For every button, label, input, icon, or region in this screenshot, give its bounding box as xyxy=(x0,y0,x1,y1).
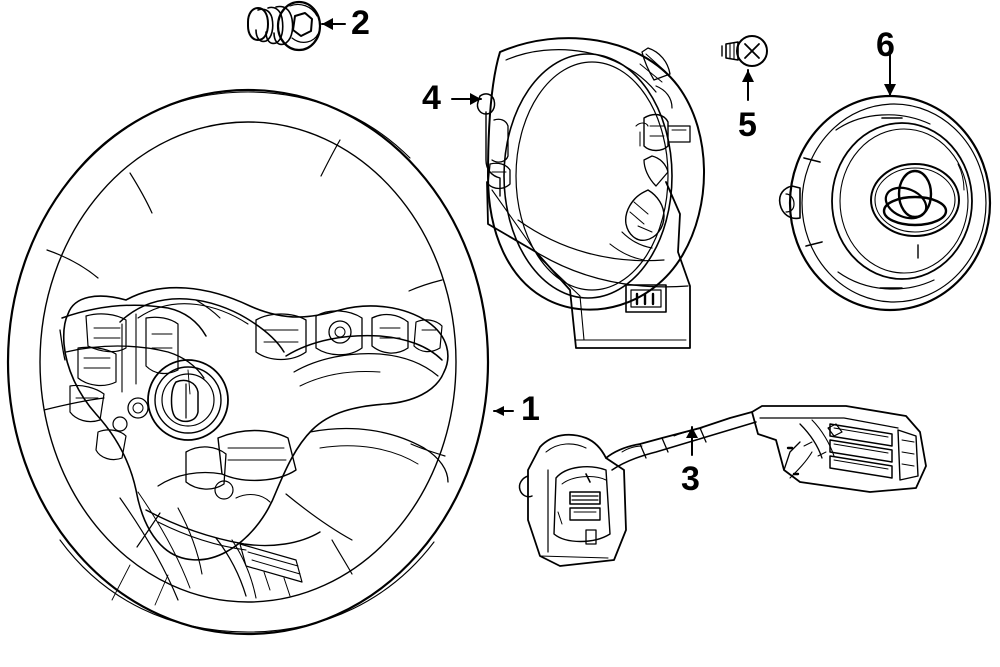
hotspot-driver-airbag-module[interactable] xyxy=(778,94,994,314)
part-column-cover xyxy=(476,37,705,349)
toyota-emblem xyxy=(870,163,960,237)
hotspot-cover-screw[interactable] xyxy=(718,34,770,70)
part-steering-wheel xyxy=(6,88,490,636)
callout-label-4: 4 xyxy=(422,79,441,117)
callout-label-1: 1 xyxy=(521,390,540,428)
hotspot-switch-wire-harness[interactable] xyxy=(524,400,934,575)
callout-label-6: 6 xyxy=(876,26,895,64)
part-switch-harness xyxy=(518,405,927,567)
callout-label-2: 2 xyxy=(351,4,370,42)
callout-label-5: 5 xyxy=(738,106,757,144)
part-cover-screw xyxy=(721,35,768,67)
callout-arrows xyxy=(321,18,896,456)
callout-label-3: 3 xyxy=(681,460,700,498)
hotspot-steering-wheel-assembly[interactable] xyxy=(8,90,488,635)
hotspot-steering-column-cover[interactable] xyxy=(478,34,696,354)
part-set-bolt xyxy=(247,0,322,52)
hotspot-set-bolt[interactable] xyxy=(244,2,324,50)
